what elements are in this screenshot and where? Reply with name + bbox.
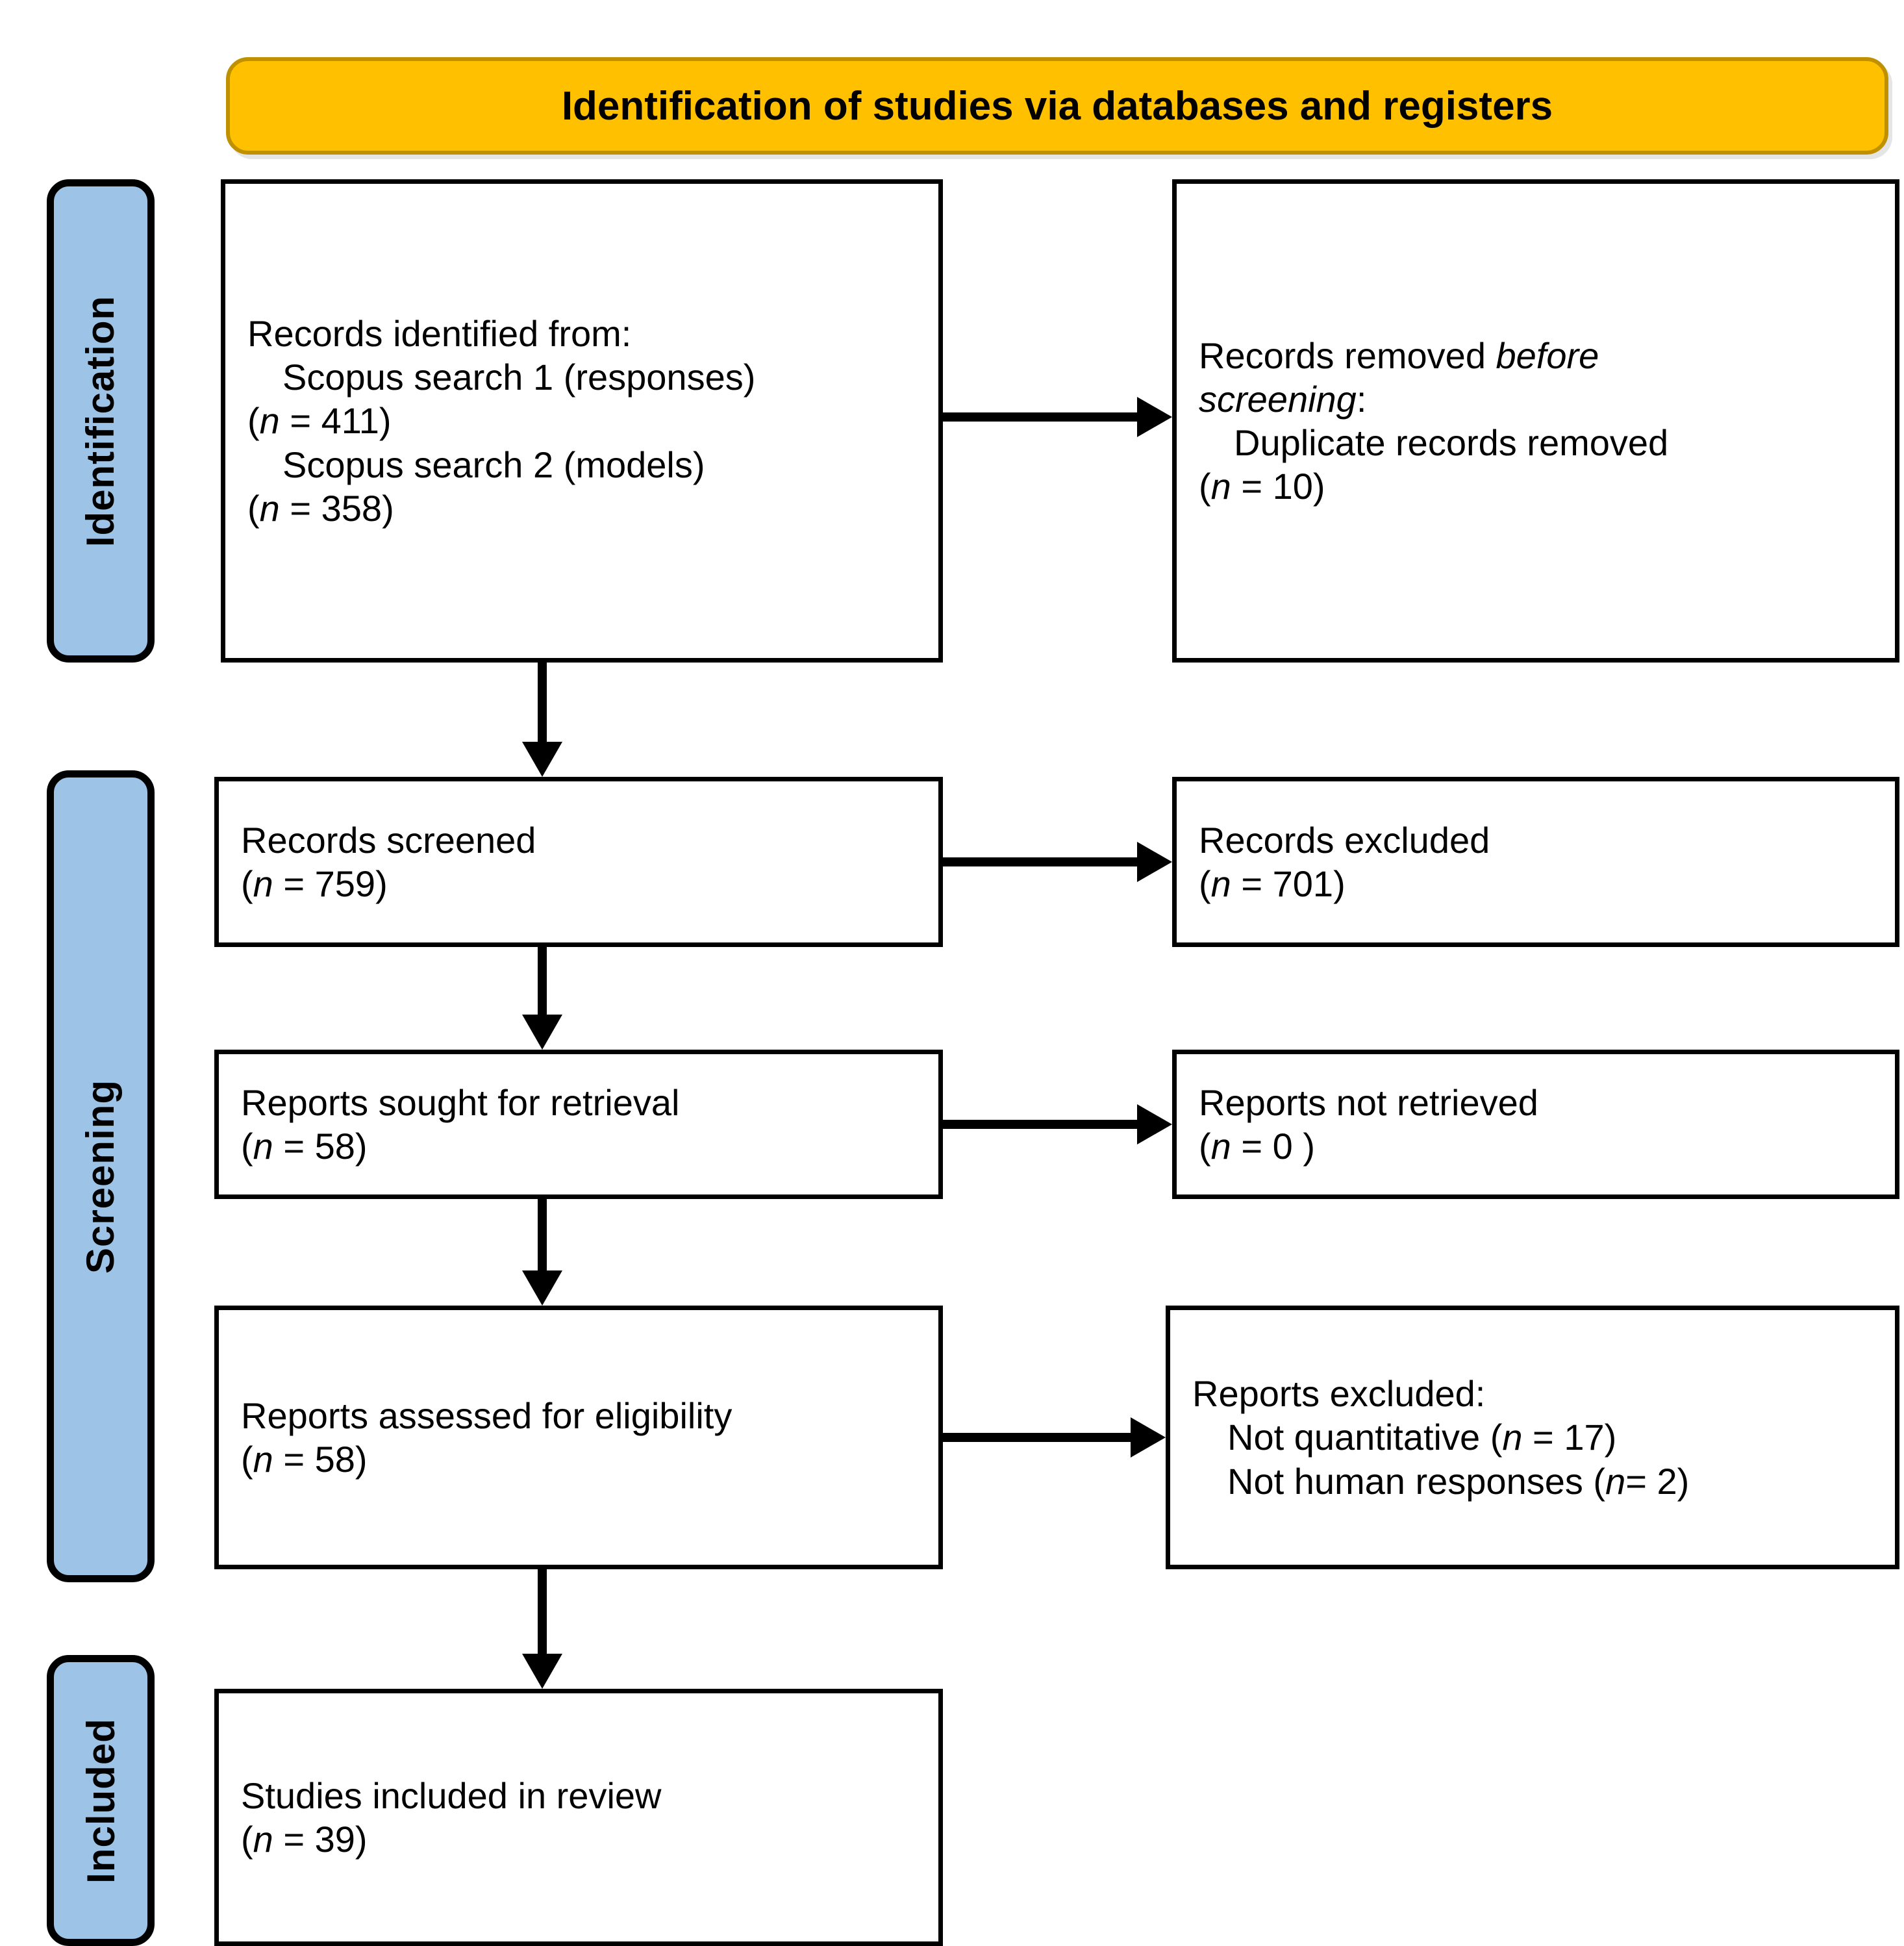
records-removed-line4-post: = 10) <box>1231 466 1325 507</box>
reports-assessed-line2-post: = 58) <box>273 1439 368 1480</box>
stage-label-included: Included <box>47 1655 155 1946</box>
records-identified-line2: Scopus search 1 (responses) <box>282 357 756 398</box>
records-identified-line4: Scopus search 2 (models) <box>282 444 705 485</box>
box-records-excluded: Records excluded(n = 701) <box>1172 777 1899 947</box>
reports-assessed-line2-n: n <box>253 1439 273 1480</box>
arrow-head-down-icon <box>522 1270 562 1306</box>
reports-excluded-line2-n: n <box>1502 1417 1523 1458</box>
arrow-shaft <box>943 857 1137 866</box>
box-records-identified-text: Records identified from:Scopus search 1 … <box>225 312 938 530</box>
records-removed-line4-pre: ( <box>1199 466 1211 507</box>
box-reports-assessed: Reports assessed for eligibility(n = 58) <box>214 1306 943 1569</box>
arrow-shaft <box>538 1569 547 1654</box>
stage-label-identification-text: Identification <box>79 295 123 547</box>
studies-included-line2-pre: ( <box>241 1819 253 1860</box>
records-removed-line4-n: n <box>1210 466 1231 507</box>
arrow-head-right-icon <box>1137 397 1172 437</box>
records-excluded-line2-pre: ( <box>1199 863 1211 904</box>
reports-not-retrieved-line2-n: n <box>1210 1126 1231 1167</box>
stage-label-screening: Screening <box>47 770 155 1582</box>
records-identified-line5-pre: ( <box>247 487 260 529</box>
stage-label-identification: Identification <box>47 179 155 663</box>
stage-label-included-text: Included <box>79 1717 123 1884</box>
box-records-screened-text: Records screened(n = 759) <box>219 818 938 905</box>
box-reports-excluded-text: Reports excluded:Not quantitative (n = 1… <box>1170 1372 1895 1503</box>
records-identified-title: Records identified from: <box>247 313 632 355</box>
reports-excluded-line3-pre: Not human responses ( <box>1227 1460 1606 1502</box>
reports-not-retrieved-line2-pre: ( <box>1199 1126 1211 1167</box>
reports-sought-line2-pre: ( <box>241 1126 253 1167</box>
records-excluded-line1: Records excluded <box>1199 819 1490 861</box>
records-removed-line2-post: : <box>1356 378 1367 420</box>
reports-excluded-line1: Reports excluded: <box>1192 1373 1486 1415</box>
records-screened-line2-pre: ( <box>241 863 253 904</box>
arrow-shaft <box>943 1120 1137 1129</box>
header-banner: Identification of studies via databases … <box>226 57 1888 155</box>
records-identified-line5-n: n <box>259 487 280 529</box>
box-reports-not-retrieved-text: Reports not retrieved(n = 0 ) <box>1177 1081 1895 1168</box>
reports-sought-line1: Reports sought for retrieval <box>241 1081 680 1123</box>
arrow-shaft <box>538 1199 547 1270</box>
box-studies-included: Studies included in review(n = 39) <box>214 1689 943 1946</box>
reports-not-retrieved-line1: Reports not retrieved <box>1199 1081 1538 1123</box>
reports-excluded-line2-pre: Not quantitative ( <box>1227 1417 1503 1458</box>
box-records-removed: Records removed before screening:Duplicat… <box>1172 179 1899 663</box>
records-removed-line1-pre: Records removed <box>1199 335 1496 376</box>
studies-included-line2-n: n <box>253 1819 273 1860</box>
arrow-shaft <box>943 1433 1131 1442</box>
box-studies-included-text: Studies included in review(n = 39) <box>219 1774 938 1861</box>
arrow-shaft <box>538 663 547 742</box>
records-removed-line2-ital: screening <box>1199 378 1357 420</box>
records-identified-line3-post: = 411) <box>279 400 392 442</box>
reports-not-retrieved-line2-post: = 0 ) <box>1231 1126 1315 1167</box>
box-reports-assessed-text: Reports assessed for eligibility(n = 58) <box>219 1394 938 1481</box>
arrow-head-down-icon <box>522 1015 562 1050</box>
records-screened-line2-n: n <box>253 863 273 904</box>
banner-title: Identification of studies via databases … <box>561 83 1553 129</box>
reports-excluded-line2-post: = 17) <box>1522 1417 1617 1458</box>
records-excluded-line2-n: n <box>1210 863 1231 904</box>
box-reports-sought-text: Reports sought for retrieval(n = 58) <box>219 1081 938 1168</box>
box-records-screened: Records screened(n = 759) <box>214 777 943 947</box>
box-records-removed-text: Records removed before screening:Duplicat… <box>1177 334 1895 509</box>
arrow-shaft <box>538 947 547 1015</box>
box-reports-not-retrieved: Reports not retrieved(n = 0 ) <box>1172 1050 1899 1199</box>
records-screened-line1: Records screened <box>241 819 536 861</box>
arrow-head-right-icon <box>1131 1417 1166 1458</box>
reports-excluded-line3-post: = 2) <box>1625 1460 1690 1502</box>
arrow-head-right-icon <box>1137 842 1172 882</box>
records-excluded-line2-post: = 701) <box>1231 863 1346 904</box>
records-identified-line3-pre: ( <box>247 400 260 442</box>
studies-included-line2-post: = 39) <box>273 1819 368 1860</box>
box-reports-sought: Reports sought for retrieval(n = 58) <box>214 1050 943 1199</box>
reports-excluded-line3-n: n <box>1605 1460 1626 1502</box>
records-removed-line1-ital: before <box>1496 335 1599 376</box>
box-reports-excluded: Reports excluded:Not quantitative (n = 1… <box>1166 1306 1899 1569</box>
reports-sought-line2-n: n <box>253 1126 273 1167</box>
arrow-head-down-icon <box>522 742 562 777</box>
reports-assessed-line1: Reports assessed for eligibility <box>241 1395 733 1436</box>
stage-label-screening-text: Screening <box>79 1079 123 1274</box>
box-records-identified: Records identified from:Scopus search 1 … <box>221 179 943 663</box>
reports-sought-line2-post: = 58) <box>273 1126 368 1167</box>
arrow-head-right-icon <box>1137 1104 1172 1144</box>
records-screened-line2-post: = 759) <box>273 863 388 904</box>
studies-included-line1: Studies included in review <box>241 1775 662 1816</box>
records-removed-line3: Duplicate records removed <box>1234 422 1669 463</box>
reports-assessed-line2-pre: ( <box>241 1439 253 1480</box>
records-identified-line5-post: = 358) <box>279 487 394 529</box>
box-records-excluded-text: Records excluded(n = 701) <box>1177 818 1895 905</box>
records-identified-line3-n: n <box>259 400 280 442</box>
arrow-shaft <box>943 412 1137 422</box>
arrow-head-down-icon <box>522 1654 562 1689</box>
